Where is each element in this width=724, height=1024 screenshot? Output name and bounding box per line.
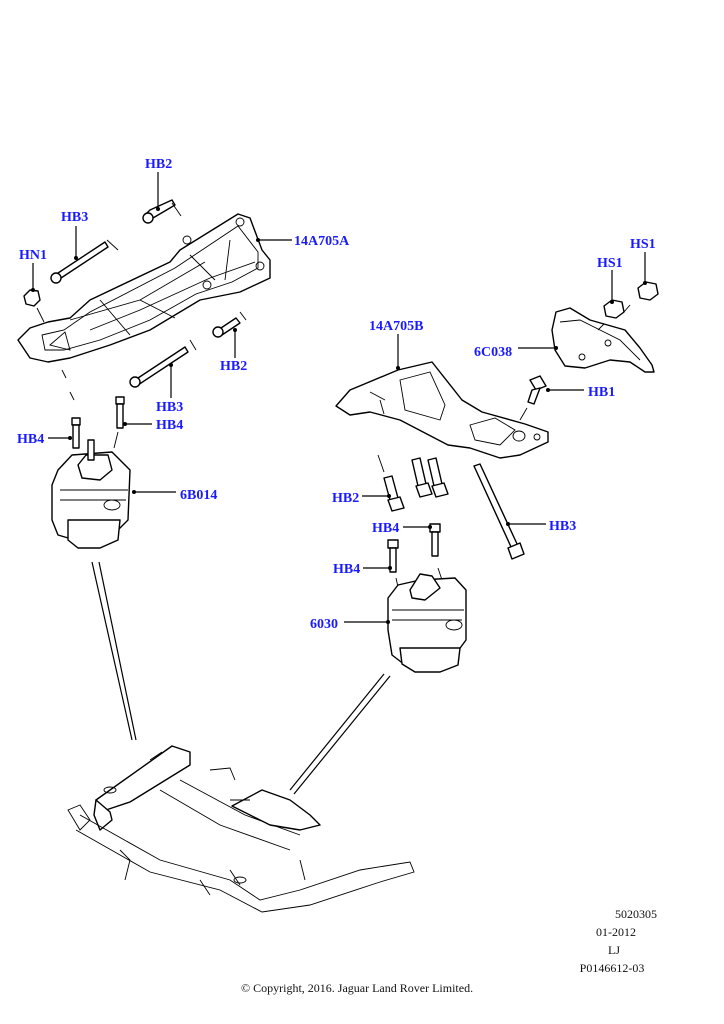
callout-hb4-right-upper[interactable]: HB4 <box>372 521 399 536</box>
bolt-hb3-mid[interactable] <box>129 339 197 388</box>
callout-14a705b[interactable]: 14A705B <box>369 319 423 334</box>
engine-mount-6b014[interactable] <box>51 439 131 549</box>
bolt-hb4-left[interactable] <box>71 417 81 449</box>
callout-hb3-top[interactable]: HB3 <box>61 210 88 225</box>
callout-hs1-left[interactable]: HS1 <box>597 256 623 271</box>
illustration-id: P0146612-03 <box>580 961 645 975</box>
leader-to-chassis-right <box>289 673 391 795</box>
callout-hb4-right-lower[interactable]: HB4 <box>333 562 360 577</box>
callout-6c038[interactable]: 6C038 <box>474 345 512 360</box>
callout-hs1-right[interactable]: HS1 <box>630 237 656 252</box>
chassis-frame <box>67 745 415 913</box>
bolt-hb2-right[interactable] <box>377 454 405 512</box>
callout-hb3-mid[interactable]: HB3 <box>156 400 183 415</box>
ref-number: 5020305 <box>615 907 657 921</box>
heat-shield-6c038[interactable] <box>551 307 655 373</box>
bolt-hb1[interactable] <box>519 375 547 421</box>
bolt-hb3-right[interactable] <box>473 463 525 560</box>
bracket-14a705b[interactable] <box>335 361 549 459</box>
callout-14a705a[interactable]: 14A705A <box>294 234 350 249</box>
bolt-upper-pair[interactable] <box>411 457 449 498</box>
bracket-14a705a[interactable] <box>17 213 271 363</box>
callout-hn1[interactable]: HN1 <box>19 248 47 263</box>
bolt-hb2-mid[interactable] <box>212 311 247 338</box>
callout-hb2-right[interactable]: HB2 <box>332 491 359 506</box>
callout-hb1[interactable]: HB1 <box>588 385 615 400</box>
model-code: LJ <box>608 943 620 957</box>
callout-hb3-right[interactable]: HB3 <box>549 519 576 534</box>
callout-hb2-mid[interactable]: HB2 <box>220 359 247 374</box>
engine-mount-6030[interactable] <box>387 573 467 673</box>
copyright: © Copyright, 2016. Jaguar Land Rover Lim… <box>241 981 473 995</box>
alignment-line <box>61 369 75 401</box>
callout-hb4-mid-right[interactable]: HB4 <box>156 418 183 433</box>
leader-to-chassis-left <box>91 561 137 741</box>
callout-hb2-top[interactable]: HB2 <box>145 157 172 172</box>
callout-6030[interactable]: 6030 <box>310 617 338 632</box>
nut-hn1[interactable] <box>23 289 45 323</box>
bolt-hb2-top[interactable] <box>142 199 182 224</box>
callout-6b014[interactable]: 6B014 <box>180 488 217 503</box>
bolt-hb4-left-2[interactable] <box>113 396 125 449</box>
bolt-hs1-right[interactable] <box>623 281 659 313</box>
date-code: 01-2012 <box>596 925 636 939</box>
leader-lines <box>31 172 647 624</box>
callout-hb4-left[interactable]: HB4 <box>17 432 44 447</box>
bolt-hb3-top[interactable] <box>50 239 119 284</box>
bolt-hb4-right-upper[interactable] <box>429 523 443 581</box>
